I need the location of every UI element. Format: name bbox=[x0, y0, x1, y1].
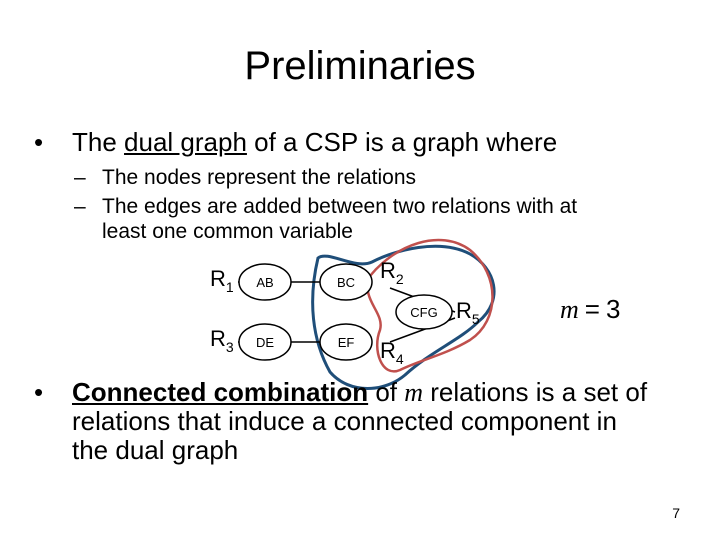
node-r5-subscript: 5 bbox=[472, 311, 480, 327]
bullet-marker: • bbox=[34, 127, 44, 157]
node-r4-letter: R bbox=[380, 338, 396, 363]
connected-combination-term: Connected combination bbox=[72, 377, 369, 407]
subbullet-nodes: The nodes represent the relations bbox=[102, 166, 417, 189]
edge-label-de-bubble bbox=[238, 323, 292, 361]
node-r4-subscript: 4 bbox=[396, 351, 404, 367]
slide-title: Preliminaries bbox=[244, 44, 476, 88]
bullet-text-post: of a CSP is a graph where bbox=[246, 127, 558, 157]
node-r3-subscript: 3 bbox=[226, 339, 234, 355]
edge-label-ef: EF bbox=[338, 335, 355, 350]
node-r5-letter: R bbox=[456, 298, 472, 323]
node-r2-letter: R bbox=[380, 258, 396, 283]
node-r1-subscript: 1 bbox=[226, 279, 234, 295]
bullet-connected-combination-line3: the dual graph bbox=[72, 435, 239, 465]
subbullet-marker: – bbox=[74, 195, 86, 218]
edge-label-bc-bubble bbox=[319, 263, 373, 301]
equation-val: 3 bbox=[606, 294, 620, 324]
node-r3-letter: R bbox=[210, 326, 226, 351]
node-r5: R5 bbox=[456, 298, 480, 327]
edge-label-cfg-bubble bbox=[395, 294, 453, 330]
subbullet-edges: The edges are added between two relation… bbox=[102, 195, 578, 218]
node-r2: R2 bbox=[380, 258, 404, 287]
equation-var: m bbox=[560, 295, 579, 324]
bullet2-m: m bbox=[404, 378, 424, 407]
edge-label-de: DE bbox=[256, 335, 274, 350]
edge-label-cfg: CFG bbox=[410, 305, 437, 320]
bullet-marker: • bbox=[34, 377, 44, 407]
edge-label-bc: BC bbox=[337, 275, 355, 290]
node-r1-letter: R bbox=[210, 266, 226, 291]
subbullet-marker: – bbox=[74, 166, 86, 189]
page-number: 7 bbox=[672, 505, 680, 521]
bullet-dual-graph: The dual graph of a CSP is a graph where bbox=[72, 126, 557, 158]
bullet-connected-combination-line1: Connected combination of m relations is … bbox=[72, 376, 647, 409]
equation-eq: = bbox=[585, 294, 600, 324]
bullet-connected-combination-line2: relations that induce a connected compon… bbox=[72, 406, 617, 436]
edge-label-ab: AB bbox=[256, 275, 273, 290]
bullet-text-pre: The bbox=[72, 127, 125, 157]
node-r2-subscript: 2 bbox=[396, 271, 404, 287]
node-r4: R4 bbox=[380, 338, 404, 367]
red-component-outline bbox=[366, 238, 494, 373]
bullet2-text-b: relations is a set of bbox=[423, 377, 648, 407]
node-r1: R1 bbox=[210, 266, 234, 295]
node-r3: R3 bbox=[210, 326, 234, 355]
bullet2-text-a: of bbox=[368, 377, 405, 407]
subbullet-edges-cont: least one common variable bbox=[102, 220, 353, 243]
equation: m=3 bbox=[560, 294, 620, 324]
edge-label-ab-bubble bbox=[238, 263, 292, 301]
blue-component-outline bbox=[311, 244, 496, 390]
edge-label-ef-bubble bbox=[319, 323, 373, 361]
dual-graph-term: dual graph bbox=[124, 127, 247, 157]
